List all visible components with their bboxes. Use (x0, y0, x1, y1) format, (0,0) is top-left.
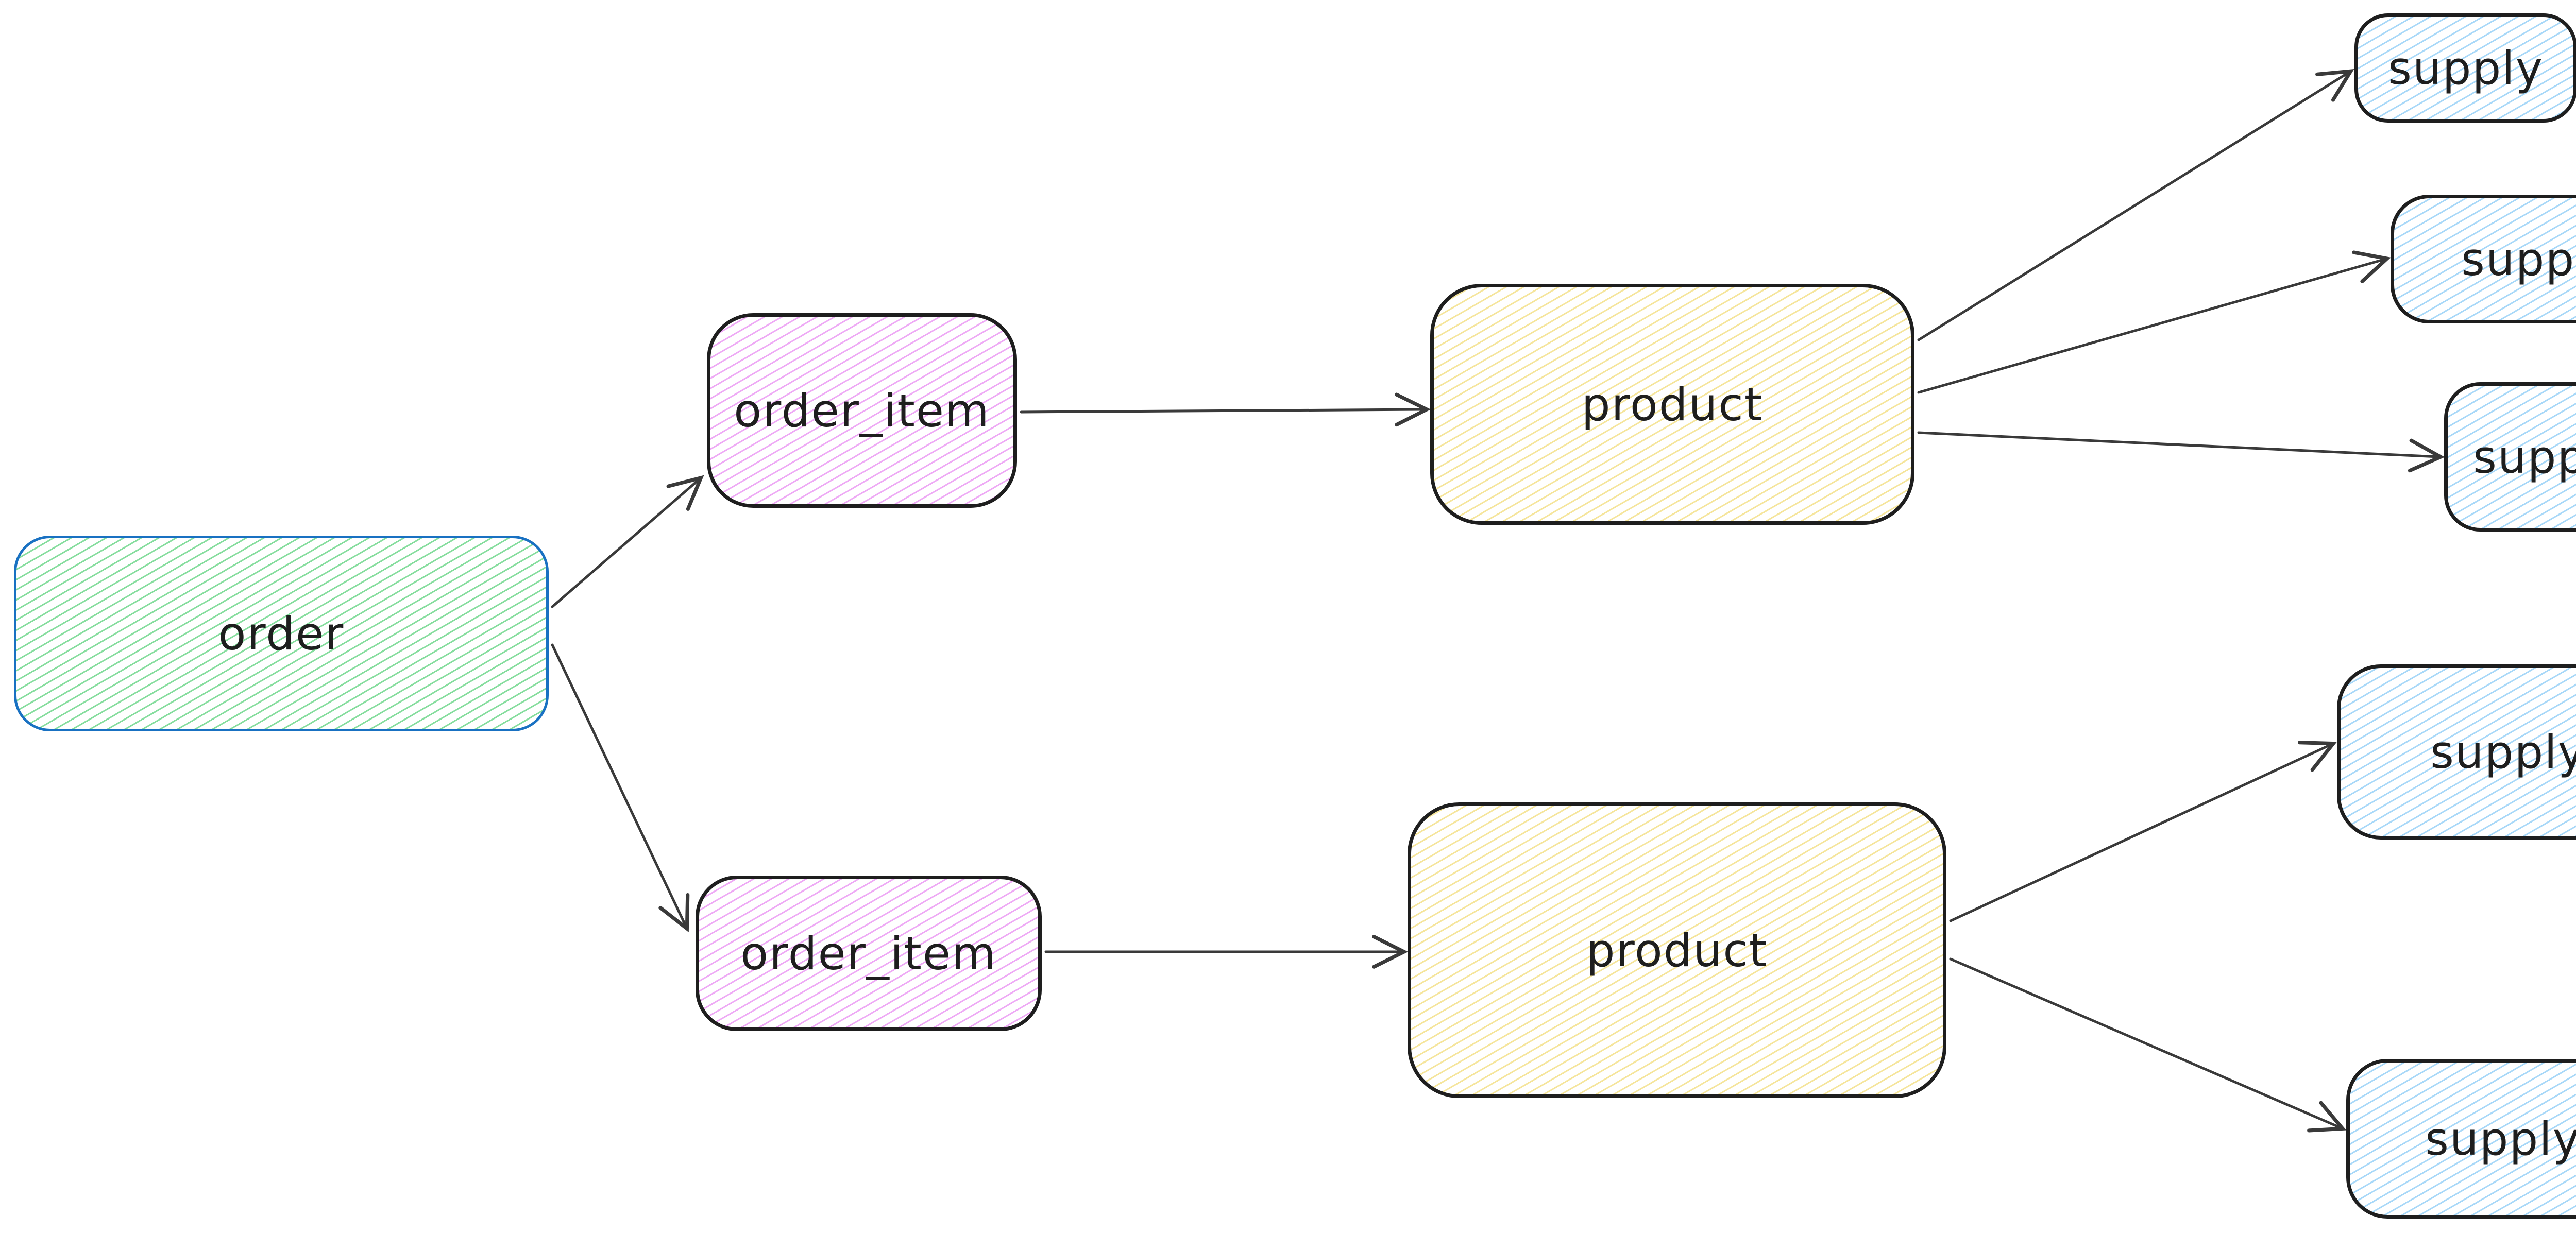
arrow-product-bottom-to-supply-2[interactable] (1949, 957, 2347, 1133)
arrow-order-item-top-to-product[interactable] (1020, 392, 1431, 427)
node-label: supply (2473, 430, 2576, 484)
node-label: supply (2430, 725, 2576, 779)
node-supply-1[interactable]: supply (2354, 13, 2576, 123)
node-label: supply (2388, 41, 2544, 95)
arrow-product-top-to-supply-2[interactable] (1917, 250, 2391, 394)
node-label: supply (2461, 232, 2576, 286)
node-product-1[interactable]: product (1430, 284, 1914, 525)
node-label: order_item (740, 927, 997, 980)
node-label: order (218, 607, 345, 660)
node-order-item-1[interactable]: order_item (707, 313, 1017, 508)
node-label: product (1586, 923, 1768, 977)
node-label: order_item (734, 384, 990, 437)
node-supply-5[interactable]: supply (2346, 1059, 2576, 1219)
node-order[interactable]: order (14, 536, 549, 731)
node-supply-4[interactable]: supply (2337, 664, 2576, 840)
node-supply-2[interactable]: supply (2391, 195, 2576, 323)
node-label: product (1581, 378, 1764, 431)
arrow-product-bottom-to-supply-1[interactable] (1949, 741, 2337, 922)
node-product-2[interactable]: product (1408, 802, 1946, 1098)
node-order-item-2[interactable]: order_item (696, 876, 1042, 1031)
arrow-order-to-order-item-bottom[interactable] (551, 643, 690, 933)
arrow-product-top-to-supply-1[interactable] (1917, 69, 2354, 341)
node-label: supply (2425, 1112, 2576, 1166)
node-supply-3[interactable]: supply (2444, 382, 2576, 532)
arrow-order-to-order-item-top[interactable] (551, 475, 704, 608)
arrow-product-top-to-supply-3[interactable] (1917, 431, 2445, 473)
